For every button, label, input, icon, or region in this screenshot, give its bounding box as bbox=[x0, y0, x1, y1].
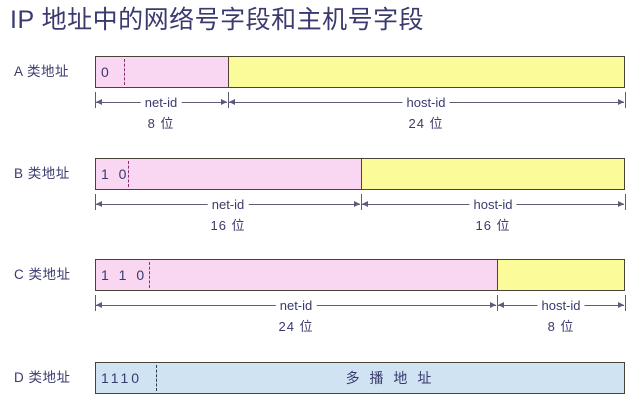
class-c-hostid-arrow-right bbox=[618, 301, 624, 308]
class-c-hostid-tick-right bbox=[625, 295, 626, 311]
class-c-netid-arrow-left bbox=[96, 301, 102, 308]
class-a-prefix-divider bbox=[124, 59, 125, 85]
class-c-prefix-divider bbox=[149, 262, 150, 288]
class-c-netid-tick-right bbox=[497, 295, 498, 311]
class-c-hostid-bits: 8 位 bbox=[547, 319, 575, 334]
class-b-prefix-bits: 1 0 bbox=[101, 166, 130, 182]
class-d-multicast-label: 多 播 地 址 bbox=[345, 370, 435, 386]
class-a-prefix-bits: 0 bbox=[101, 64, 112, 80]
class-c-netid-arrow-right bbox=[490, 301, 496, 308]
class-b-netid-bits: 16 位 bbox=[210, 218, 246, 233]
class-a-hostid-bits: 24 位 bbox=[408, 116, 444, 131]
class-b-hostid-tick-right bbox=[625, 194, 626, 210]
class-b-hostid-bar bbox=[361, 158, 625, 190]
row-label-class-b: B 类地址 bbox=[14, 166, 70, 181]
page-title: IP 地址中的网络号字段和主机号字段 bbox=[10, 6, 425, 34]
class-b-netid-tick-right bbox=[361, 194, 362, 210]
class-b-netid-arrow-right bbox=[354, 200, 360, 207]
class-b-netid-bar: 1 0 bbox=[95, 158, 361, 190]
class-c-netid-bar: 1 1 0 bbox=[95, 259, 497, 291]
class-b-prefix-divider bbox=[128, 161, 129, 187]
class-c-hostid-label: host-id bbox=[537, 298, 585, 313]
class-c-netid-label: net-id bbox=[275, 298, 317, 313]
class-a-hostid-bar bbox=[228, 56, 625, 88]
class-b-hostid-bits: 16 位 bbox=[475, 218, 511, 233]
class-c-prefix-bits: 1 1 0 bbox=[101, 267, 148, 283]
class-d-prefix-bits: 1110 bbox=[101, 370, 143, 386]
class-a-hostid-arrow-right bbox=[618, 98, 624, 105]
class-a-netid-bits: 8 位 bbox=[147, 116, 175, 131]
class-a-netid-label: net-id bbox=[140, 95, 182, 110]
class-a-hostid-label: host-id bbox=[402, 95, 450, 110]
row-label-class-d: D 类地址 bbox=[14, 370, 71, 385]
class-a-netid-bar: 0 bbox=[95, 56, 228, 88]
class-b-hostid-label: host-id bbox=[469, 197, 517, 212]
class-b-netid-tick-left bbox=[95, 194, 96, 210]
class-d-multicast-bar: 1110 多 播 地 址 bbox=[95, 362, 625, 394]
class-c-hostid-bar bbox=[497, 259, 625, 291]
class-b-netid-label: net-id bbox=[207, 197, 249, 212]
row-label-class-c: C 类地址 bbox=[14, 267, 71, 282]
class-c-netid-tick-left bbox=[95, 295, 96, 311]
class-a-netid-tick-left bbox=[95, 92, 96, 108]
class-b-hostid-arrow-left bbox=[362, 200, 368, 207]
row-label-class-a: A 类地址 bbox=[14, 64, 70, 79]
class-d-prefix-divider bbox=[156, 365, 157, 391]
class-a-netid-tick-right bbox=[228, 92, 229, 108]
class-c-hostid-arrow-left bbox=[498, 301, 504, 308]
class-a-netid-arrow-left bbox=[96, 98, 102, 105]
class-a-hostid-tick-right bbox=[625, 92, 626, 108]
class-a-netid-arrow-right bbox=[221, 98, 227, 105]
class-c-netid-bits: 24 位 bbox=[278, 319, 314, 334]
class-b-netid-arrow-left bbox=[96, 200, 102, 207]
class-a-hostid-arrow-left bbox=[229, 98, 235, 105]
class-b-hostid-arrow-right bbox=[618, 200, 624, 207]
